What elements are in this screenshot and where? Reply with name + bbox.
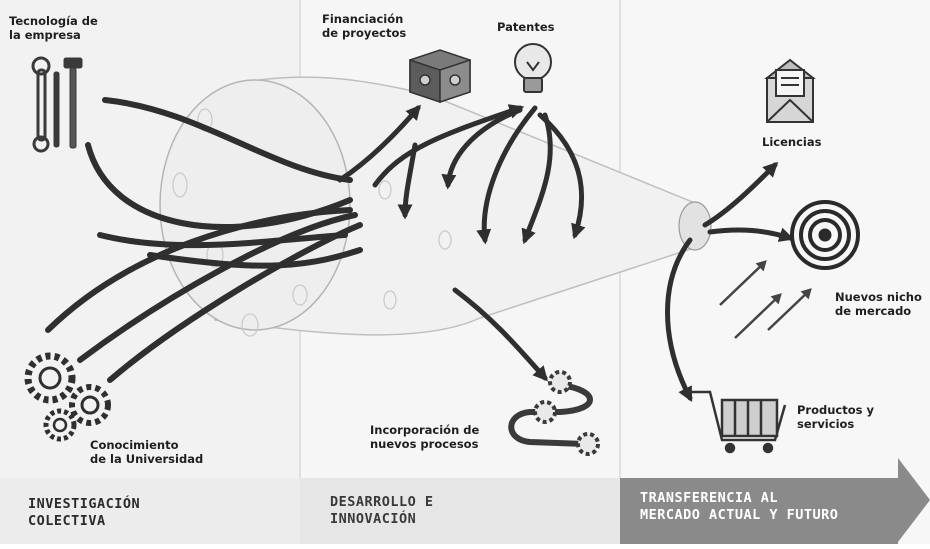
label-licencias: Licencias xyxy=(762,135,821,149)
label-nuevos-procesos: Incorporación de nuevos procesos xyxy=(370,423,479,451)
label-productos-servicios: Productos y servicios xyxy=(797,403,874,431)
label-patentes: Patentes xyxy=(497,20,555,34)
funnel-mouth xyxy=(160,80,350,330)
stage-label-desarrollo: DESARROLLO E INNOVACIÓN xyxy=(330,494,434,528)
stage-label-investigacion: INVESTIGACIÓN COLECTIVA xyxy=(28,496,140,530)
label-conocimiento-universidad: Conocimiento de la Universidad xyxy=(90,438,203,466)
label-nuevos-nichos: Nuevos nicho de mercado xyxy=(835,290,922,318)
label-financiacion-proyectos: Financiación de proyectos xyxy=(322,12,406,40)
stage-label-transferencia: TRANSFERENCIA AL MERCADO ACTUAL Y FUTURO xyxy=(640,490,838,524)
target-icon xyxy=(792,202,858,268)
label-tecnologia-empresa: Tecnología de la empresa xyxy=(9,14,98,42)
money-stack-icon xyxy=(410,50,470,102)
